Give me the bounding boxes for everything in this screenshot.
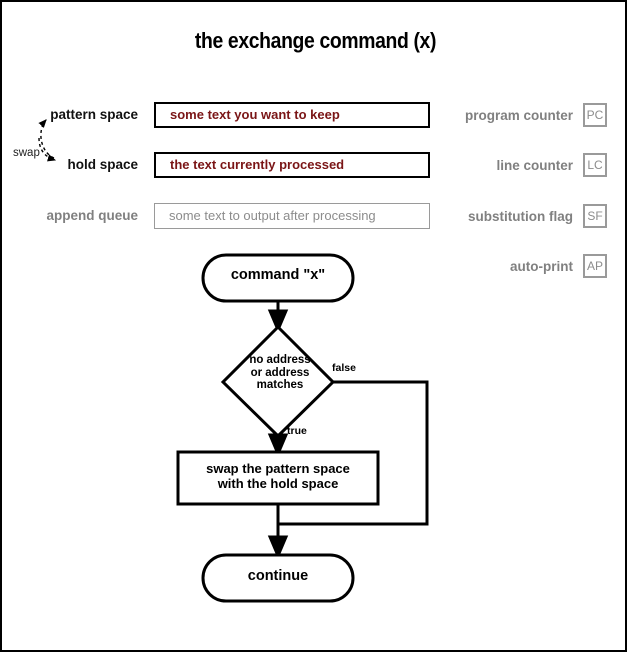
edge-false-path — [278, 380, 429, 526]
label-append-queue: append queue — [46, 208, 138, 223]
label-pattern-space: pattern space — [50, 107, 138, 122]
node-start-label: command "x" — [230, 267, 326, 283]
badge-line-counter-text: LC — [587, 158, 603, 172]
field-hold-space-value: the text currently processed — [170, 157, 345, 172]
field-pattern-space[interactable]: some text you want to keep — [154, 102, 430, 128]
badge-auto-print: AP — [583, 254, 607, 278]
node-action-label: swap the pattern space with the hold spa… — [206, 461, 350, 491]
badge-line-counter: LC — [583, 153, 607, 177]
label-program-counter: program counter — [464, 108, 573, 123]
field-append-queue[interactable]: some text to output after processing — [154, 203, 430, 229]
label-substitution-flag: substitution flag — [468, 209, 573, 224]
field-append-queue-value: some text to output after processing — [169, 208, 376, 223]
node-decision-label: no address or address matches — [249, 354, 311, 391]
edge-label-true: true — [287, 425, 307, 437]
field-hold-space[interactable]: the text currently processed — [154, 152, 430, 178]
edge-label-false: false — [332, 362, 356, 374]
node-end-shape — [201, 553, 355, 603]
swap-label: swap — [13, 147, 40, 159]
badge-auto-print-text: AP — [586, 259, 603, 273]
label-line-counter: line counter — [496, 158, 573, 173]
badge-program-counter: PC — [583, 103, 607, 127]
label-hold-space: hold space — [67, 157, 138, 172]
badge-program-counter-text: PC — [586, 108, 604, 122]
badge-substitution-flag-text: SF — [587, 209, 603, 223]
field-pattern-space-value: some text you want to keep — [170, 107, 340, 122]
label-auto-print: auto-print — [510, 259, 573, 274]
page-title: the exchange command (x) — [194, 28, 437, 53]
badge-substitution-flag: SF — [583, 204, 607, 228]
node-end-label: continue — [247, 568, 309, 584]
swap-arrow-icon — [38, 119, 57, 162]
